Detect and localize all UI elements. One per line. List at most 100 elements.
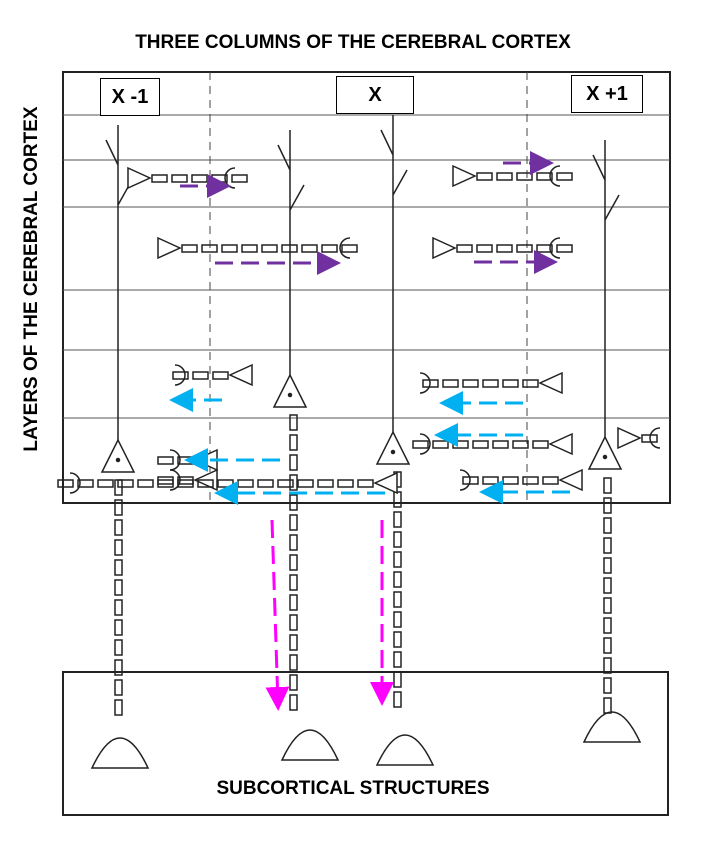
- column-label-x-minus-1: X -1: [100, 78, 160, 116]
- synaptic-terminal: [174, 364, 186, 386]
- axon-segment: [496, 172, 513, 181]
- axon-segment: [77, 479, 94, 488]
- axon-segment: [281, 244, 298, 253]
- nucleus: [602, 454, 608, 460]
- axon-segment: [556, 172, 573, 181]
- subcortical-target: [90, 737, 150, 769]
- axon-segment: [277, 479, 294, 488]
- nucleus: [390, 449, 396, 455]
- axon-segment: [261, 244, 278, 253]
- synaptic-terminal: [339, 237, 351, 259]
- layer-lines: [63, 114, 670, 419]
- axon-segment: [393, 511, 402, 528]
- axon-segment: [476, 244, 493, 253]
- column-label-x: X: [336, 76, 414, 114]
- axon-segment: [462, 379, 479, 388]
- axon-segment: [516, 172, 533, 181]
- subcortical-target: [375, 734, 435, 766]
- small-pyramid: [127, 166, 152, 190]
- axon-segment: [289, 634, 298, 651]
- axon-segment: [603, 497, 612, 514]
- axon-segment: [237, 479, 254, 488]
- synaptic-terminal: [649, 427, 661, 449]
- axon-segment: [289, 694, 298, 711]
- axon-segment: [212, 371, 229, 380]
- magenta-signal-arrow: [265, 519, 290, 711]
- axon-segment: [522, 379, 539, 388]
- axon-segment: [97, 479, 114, 488]
- axon-segment: [114, 679, 123, 696]
- axon-segment: [393, 551, 402, 568]
- pyramidal-soma: [587, 435, 623, 470]
- axon-segment: [603, 657, 612, 674]
- axon-segment: [137, 479, 154, 488]
- axon-segment: [171, 174, 188, 183]
- axon-segment: [542, 476, 559, 485]
- arrows: [169, 151, 570, 711]
- axon-segment: [512, 440, 529, 449]
- axon-segment: [357, 479, 374, 488]
- axon-segment: [57, 479, 74, 488]
- apical-dendrite: [380, 115, 408, 432]
- axon-segment: [317, 479, 334, 488]
- diagram-title: THREE COLUMNS OF THE CEREBRAL CORTEX: [135, 32, 571, 53]
- axon-segment: [289, 454, 298, 471]
- axon-segment: [422, 379, 439, 388]
- axon-segment: [191, 174, 208, 183]
- axon-segment: [114, 519, 123, 536]
- axon-segment: [289, 574, 298, 591]
- axon-segment: [341, 244, 358, 253]
- small-pyramid: [538, 371, 563, 395]
- axon-segment: [289, 434, 298, 451]
- small-pyramid: [228, 363, 253, 387]
- axon-segment: [192, 371, 209, 380]
- axon-segment: [172, 371, 189, 380]
- axon-segment: [472, 440, 489, 449]
- side-label: LAYERS OF THE CEREBRAL CORTEX: [21, 106, 42, 452]
- apical-dendrite: [592, 140, 620, 437]
- synaptic-terminal: [459, 469, 471, 491]
- axon-segment: [603, 697, 612, 714]
- axon-segment: [452, 440, 469, 449]
- axon-segment: [217, 479, 234, 488]
- axon-segment: [393, 691, 402, 708]
- axon-segment: [603, 597, 612, 614]
- axon-segment: [289, 534, 298, 551]
- axon-segment: [393, 631, 402, 648]
- axon-segment: [502, 476, 519, 485]
- axon-segment: [289, 674, 298, 691]
- small-pyramid: [548, 432, 573, 456]
- axon-segment: [114, 619, 123, 636]
- synaptic-terminal: [419, 372, 431, 394]
- small-pyramid: [157, 236, 182, 260]
- axon-segment: [393, 491, 402, 508]
- axon-segment: [393, 651, 402, 668]
- axon-segment: [482, 476, 499, 485]
- axon-segment: [114, 539, 123, 556]
- neurons: [57, 115, 661, 769]
- axon-segment: [496, 244, 513, 253]
- axon-segment: [442, 379, 459, 388]
- axon-segment: [114, 659, 123, 676]
- axon-segment: [114, 639, 123, 656]
- axon-segment: [289, 594, 298, 611]
- axon-segment: [603, 477, 612, 494]
- axon-segment: [603, 677, 612, 694]
- axon-segment: [522, 476, 539, 485]
- small-pyramid: [452, 164, 477, 188]
- axon-segment: [181, 244, 198, 253]
- axon-segment: [321, 244, 338, 253]
- axon-segment: [114, 499, 123, 516]
- axon-segment: [157, 456, 174, 465]
- axon-segment: [289, 614, 298, 631]
- synaptic-terminal: [169, 449, 181, 471]
- column-dividers: [209, 72, 528, 503]
- axon-segment: [603, 577, 612, 594]
- axon-segment: [337, 479, 354, 488]
- pyramidal-soma: [375, 430, 411, 465]
- axon-segment: [532, 440, 549, 449]
- small-pyramid: [558, 468, 583, 492]
- bottom-label: SUBCORTICAL STRUCTURES: [216, 778, 490, 799]
